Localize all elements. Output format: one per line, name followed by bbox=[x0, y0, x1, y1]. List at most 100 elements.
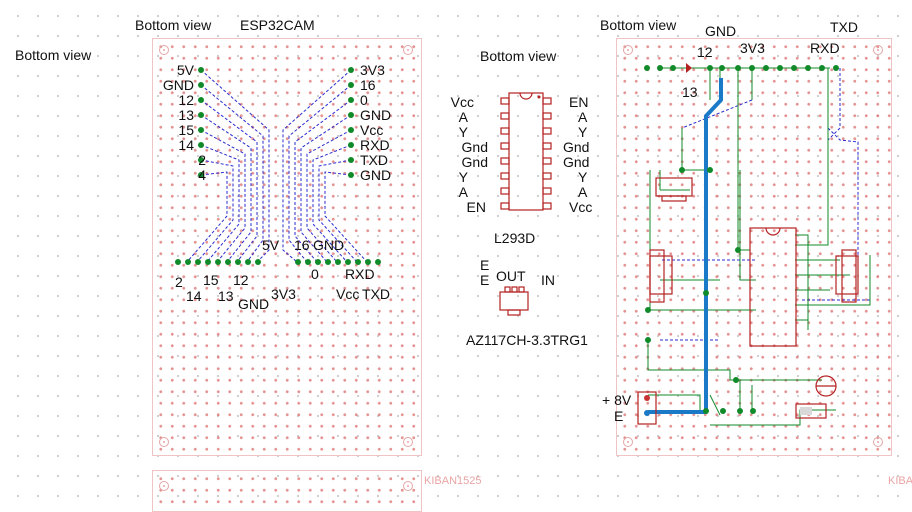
right-board-label: 3V3 bbox=[740, 40, 765, 56]
l293d-right-pin-label: A bbox=[578, 109, 588, 125]
l293d-right-pin-label: Vcc bbox=[569, 199, 593, 215]
pad bbox=[255, 259, 261, 265]
pcb-board-right bbox=[616, 38, 892, 456]
esp32cam-bottom-label: 14 bbox=[186, 288, 202, 304]
pad bbox=[833, 65, 839, 71]
pad bbox=[345, 259, 351, 265]
pad bbox=[348, 172, 354, 178]
pad bbox=[645, 307, 651, 313]
esp32cam-bottom-label: Vcc bbox=[336, 286, 360, 302]
pad bbox=[355, 259, 361, 265]
esp32cam-center-label: GND bbox=[313, 237, 345, 253]
power-trace-blue bbox=[648, 78, 723, 414]
right-board-ratsnest bbox=[660, 68, 870, 341]
l293d-right-pin-label: Gnd bbox=[563, 154, 590, 170]
l293d-left-pin-label: A bbox=[458, 184, 468, 200]
esp32cam-bottom-label: GND bbox=[238, 296, 270, 312]
pad bbox=[198, 67, 204, 73]
l293d-left-pin-label: A bbox=[458, 109, 468, 125]
mounting-hole bbox=[623, 437, 633, 447]
esp32cam-left-pin-label: 12 bbox=[178, 92, 194, 108]
pad bbox=[348, 142, 354, 148]
right-board-label: GND bbox=[705, 23, 737, 39]
pad bbox=[763, 65, 769, 71]
pad bbox=[295, 259, 301, 265]
l293d-right-pin-label: A bbox=[578, 184, 588, 200]
mounting-hole bbox=[873, 437, 883, 447]
bottom-view-label-right: Bottom view bbox=[600, 17, 677, 33]
pad bbox=[305, 259, 311, 265]
l293d-name: L293D bbox=[494, 230, 536, 246]
esp32cam-left-pin-label: 5V bbox=[176, 62, 194, 78]
pad bbox=[335, 259, 341, 265]
esp32cam-left-pin-label: 2 bbox=[198, 152, 206, 168]
bottom-view-label-middle: Bottom view bbox=[480, 48, 557, 64]
pad bbox=[198, 127, 204, 133]
esp32cam-right-ratsnest bbox=[282, 69, 368, 263]
pad bbox=[348, 97, 354, 103]
pad bbox=[225, 259, 231, 265]
regulator-name: AZ117CH-3.3TRG1 bbox=[466, 332, 588, 348]
bottom-view-label-outside: Bottom view bbox=[15, 47, 92, 63]
board-id-label: KIBAN1525 bbox=[424, 475, 482, 487]
pad bbox=[348, 82, 354, 88]
esp32cam-bottom-label: RXD bbox=[345, 266, 375, 282]
pad bbox=[235, 259, 241, 265]
pad bbox=[185, 259, 191, 265]
right-board-label: 13 bbox=[682, 84, 698, 100]
mounting-hole bbox=[623, 45, 633, 55]
pad bbox=[735, 65, 741, 71]
pad bbox=[348, 112, 354, 118]
pad bbox=[735, 247, 741, 253]
pcb-board-left bbox=[152, 38, 422, 456]
esp32cam-left-pin-label: GND bbox=[162, 77, 194, 93]
esp32cam-left-pin-label: 14 bbox=[178, 137, 194, 153]
pad bbox=[348, 67, 354, 73]
esp32cam-right-pin-label: GND bbox=[360, 107, 392, 123]
esp32cam-right-pin-label: 16 bbox=[360, 77, 376, 93]
l293d-left-pin-label: Y bbox=[458, 169, 468, 185]
pad bbox=[657, 65, 663, 71]
pad bbox=[707, 65, 713, 71]
esp32cam-title: ESP32CAM bbox=[240, 17, 315, 33]
l293d-left-pin-label: EN bbox=[466, 199, 486, 215]
esp32cam-bottom-label: 13 bbox=[218, 288, 234, 304]
mounting-hole bbox=[403, 481, 413, 491]
pad bbox=[198, 112, 204, 118]
pad bbox=[245, 259, 251, 265]
esp32cam-right-pin-label: 3V3 bbox=[360, 62, 385, 78]
esp32cam-bottom-label: 3V3 bbox=[271, 286, 296, 302]
pad bbox=[325, 259, 331, 265]
esp32cam-left-pin-label: 15 bbox=[178, 122, 194, 138]
l293d-right-pin-label: Y bbox=[578, 124, 588, 140]
pad bbox=[175, 259, 181, 265]
mounting-hole bbox=[873, 45, 883, 55]
esp32cam-right-pin-label: 0 bbox=[360, 92, 368, 108]
l293d-left-pin-label: Gnd bbox=[461, 154, 488, 170]
esp32cam-left-pin-label: 13 bbox=[178, 107, 194, 123]
l293d-left-pin-label: Y bbox=[458, 124, 468, 140]
pad bbox=[198, 142, 204, 148]
pad bbox=[205, 259, 211, 265]
pad bbox=[644, 65, 650, 71]
mounting-hole bbox=[159, 437, 169, 447]
pad bbox=[198, 82, 204, 88]
power-input-label: + 8V bbox=[602, 392, 632, 408]
l293d-left-pin-label: Gnd bbox=[461, 139, 488, 155]
regulator-pin-label: IN bbox=[541, 272, 555, 288]
regulator-pin-label: E bbox=[480, 257, 490, 273]
l293d-right-pin-label: Y bbox=[578, 169, 588, 185]
pad bbox=[198, 172, 204, 178]
esp32cam-right-pin-label: RXD bbox=[360, 137, 390, 153]
regulator-pin-label: OUT bbox=[496, 268, 526, 284]
pad bbox=[365, 259, 371, 265]
pad bbox=[749, 65, 755, 71]
pad bbox=[348, 127, 354, 133]
pad bbox=[703, 408, 709, 414]
l293d-left-pin-label: Vcc bbox=[450, 94, 474, 110]
pad bbox=[348, 157, 354, 163]
right-board-wires bbox=[647, 67, 871, 426]
power-input-label: E bbox=[614, 408, 624, 424]
pad bbox=[707, 167, 713, 173]
pad bbox=[777, 65, 783, 71]
